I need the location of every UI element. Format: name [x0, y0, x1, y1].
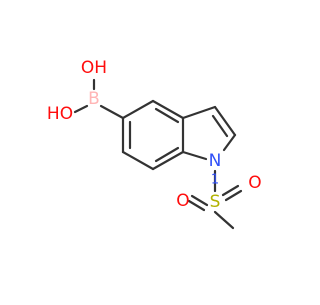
bond-n-c7a: [181, 150, 208, 161]
bond-c7a-c7-inner: [154, 146, 180, 163]
bond-c4-c3a-inner: [154, 107, 180, 124]
molecule-diagram: OH HO B N 1 S O O: [47, 58, 262, 230]
atom-labels: OH HO B N 1 S O O: [47, 58, 262, 212]
sulfonyl-oxygen-right-label: O: [248, 173, 261, 193]
bond-c2-n: [222, 133, 237, 152]
nitrogen-label: N: [209, 151, 222, 171]
bond-c3-c2-inner: [211, 114, 229, 138]
sulfur-label: S: [210, 192, 221, 212]
hydroxyl-upper-label: OH: [81, 58, 107, 78]
hydroxyl-left-label: HO: [47, 104, 73, 124]
bond-s-o4-b: [224, 189, 243, 202]
structure-canvas: OH HO B N 1 S O O: [47, 58, 262, 230]
sulfonyl-oxygen-left-label: O: [176, 191, 189, 211]
bond-c3-c2: [213, 105, 237, 137]
bond-b-c5: [99, 104, 125, 120]
bond-c3a-c3: [181, 105, 217, 120]
bond-s-o3-b: [187, 199, 206, 212]
bond-s-o4-a: [221, 184, 240, 197]
bond-s-o3-a: [190, 194, 209, 207]
bond-c5-c4: [121, 99, 155, 120]
bond-s-methyl: [213, 210, 235, 230]
nitrogen-locant-label: 1: [211, 173, 219, 188]
bonds: [73, 78, 243, 230]
boron-label: B: [88, 89, 100, 109]
bond-c7a-c7: [151, 150, 185, 171]
bond-c7-c6: [121, 150, 155, 171]
bond-c4-c3a: [151, 99, 185, 120]
bond-b-o2: [73, 104, 89, 114]
